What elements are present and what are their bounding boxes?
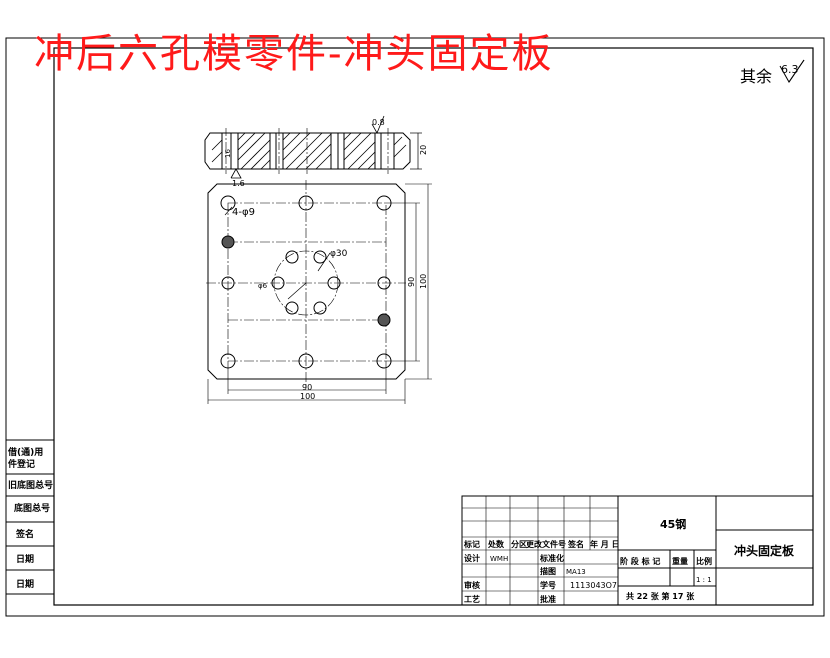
tb-h4: 更改文件号 — [526, 539, 566, 549]
side-table-r2: 旧底图总号 — [8, 479, 53, 491]
tb-review: 审核 — [464, 580, 480, 590]
part-name-label: 冲头固定板 — [734, 543, 795, 558]
tb-design: 设计 — [464, 553, 480, 563]
title-block — [461, 495, 814, 606]
center-hole-label: φ6 — [258, 282, 268, 290]
punch-hole — [313, 301, 327, 315]
tb-h1: 标记 — [463, 539, 480, 549]
tb-h3: 分区 — [511, 539, 527, 549]
dim-outer-w: 100 — [300, 392, 315, 401]
tb-approve: 批准 — [540, 594, 556, 604]
side-table-r6: 日期 — [16, 578, 34, 590]
side-table-r1b: 件登记 — [8, 458, 35, 470]
pin-holes — [221, 235, 391, 327]
side-hatching — [211, 132, 407, 170]
tb-scale: 比例 — [696, 556, 712, 566]
tb-number-val: 1113043O7 — [570, 581, 617, 590]
plate-outline — [207, 183, 406, 380]
punch-holes — [271, 250, 341, 315]
side-table-r1a: 借(通)用 — [7, 446, 43, 458]
side-table-r3: 底图总号 — [14, 502, 50, 514]
side-roughness-label: 0.8 — [372, 118, 385, 127]
holes-4-label: 4-φ9 — [232, 207, 255, 218]
side-height-dim: 16 — [224, 149, 232, 158]
tb-scale-val: 1 : 1 — [696, 576, 712, 584]
side-table-r5: 日期 — [16, 553, 34, 565]
tb-h6: 年 月 日 — [590, 539, 620, 549]
outer-frame — [5, 37, 825, 617]
mounting-hole — [220, 195, 236, 211]
mounting-hole — [298, 353, 314, 369]
roughness-label: 其余 — [740, 67, 772, 86]
side-view — [204, 115, 422, 179]
roughness-value: 6.3 — [781, 63, 799, 76]
tb-standard: 标准化 — [539, 553, 564, 563]
tb-number: 学号 — [540, 580, 556, 590]
mounting-hole — [298, 195, 314, 211]
inner-frame — [53, 47, 814, 606]
tb-stage-marks: 阶 段 标 记 — [620, 556, 660, 566]
punch-hole — [327, 276, 341, 290]
side-centerlines — [225, 128, 389, 174]
punch-hole — [271, 276, 285, 290]
dim-outer-h: 100 — [419, 274, 428, 289]
page-title: 冲后六孔模零件-冲头固定板 — [34, 31, 554, 77]
front-view — [206, 180, 432, 404]
pcd-label: φ30 — [330, 249, 348, 259]
dim-inner-w: 90 — [302, 383, 312, 392]
side-table — [6, 439, 54, 595]
tb-h5: 签名 — [567, 539, 584, 549]
mounting-hole — [221, 276, 235, 290]
tb-drawn-val: MA13 — [566, 568, 586, 576]
side-table-r4: 签名 — [15, 528, 34, 540]
thickness-dim: 20 — [419, 145, 428, 155]
tb-sheets: 共 22 张 第 17 张 — [626, 591, 695, 601]
tb-h2: 处数 — [487, 539, 505, 549]
tb-drawn: 描图 — [540, 566, 556, 576]
tb-weight: 重量 — [672, 556, 688, 566]
dim-inner-h: 90 — [407, 277, 416, 287]
roughness-mark: 其余 6.3 — [740, 59, 805, 86]
tb-process: 工艺 — [464, 594, 480, 604]
mounting-hole — [377, 276, 391, 290]
punch-hole — [285, 250, 299, 264]
material-label: 45钢 — [660, 517, 686, 531]
tb-designer: WMH — [490, 555, 508, 563]
punch-hole — [313, 250, 327, 264]
punch-hole — [285, 301, 299, 315]
